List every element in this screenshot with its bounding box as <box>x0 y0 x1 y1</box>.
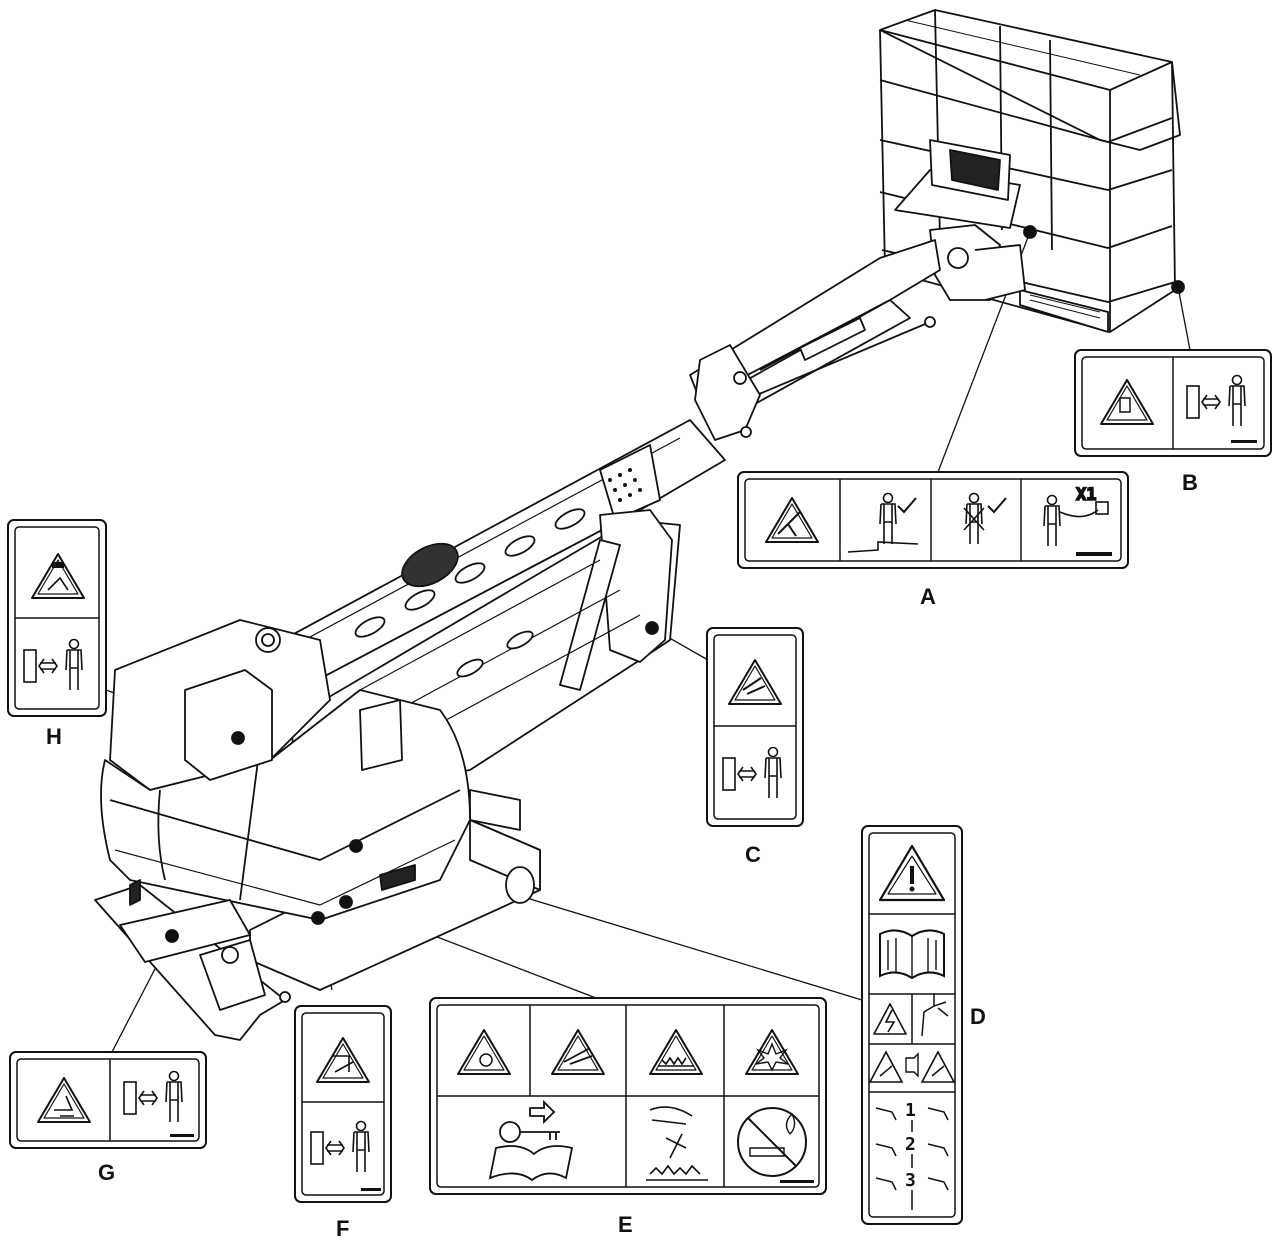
warning-triangle-icon <box>878 844 946 902</box>
step-1-label: 1 <box>905 1100 916 1121</box>
callout-a: A <box>920 584 936 609</box>
jib-arm <box>689 239 941 441</box>
falling-object-icon <box>31 553 85 599</box>
explosion-icon <box>745 1029 799 1075</box>
lanyard-icon: X1 <box>1043 484 1109 547</box>
harness-icon <box>963 492 1007 545</box>
crush-hazard-icon <box>1100 379 1154 425</box>
hot-surface-icon <box>649 1029 703 1075</box>
decal-c <box>706 627 804 827</box>
no-smoking-icon <box>737 1107 807 1177</box>
callout-f: F <box>336 1216 350 1241</box>
tip-over-icon <box>765 497 819 543</box>
decal-d: 1 2 3 <box>861 825 963 1225</box>
manual-icon <box>879 929 945 980</box>
decal-e <box>429 997 827 1195</box>
callout-d: D <box>970 1004 986 1029</box>
step-3-label: 3 <box>905 1170 916 1191</box>
foot-crush-icon <box>37 1077 91 1123</box>
decal-a: X1 <box>737 471 1129 569</box>
key-icon <box>488 1099 574 1182</box>
step-2-label: 2 <box>905 1134 916 1155</box>
chassis <box>249 789 541 991</box>
turret-hood <box>100 619 471 925</box>
decal-f <box>294 1005 392 1203</box>
decal-b <box>1074 349 1272 457</box>
electrocution-icon <box>873 994 949 1037</box>
callout-e: E <box>618 1212 633 1237</box>
callout-b: B <box>1182 470 1198 495</box>
harness-count-label: X1 <box>1076 485 1096 505</box>
callout-g: G <box>98 1160 116 1185</box>
callout-h: H <box>46 724 62 749</box>
platform-basket <box>879 9 1181 333</box>
fall-hazard-icon <box>847 492 919 553</box>
crush-hazard-icon <box>728 659 782 705</box>
electric-hazard-icon <box>457 1029 511 1075</box>
tip-hazard-icons <box>868 1050 956 1083</box>
callout-c: C <box>745 842 761 867</box>
operation-steps <box>875 1104 949 1210</box>
decal-g <box>9 1051 207 1149</box>
hand-pinch-icon <box>551 1029 605 1075</box>
front-outrigger <box>94 879 291 1041</box>
decal-h <box>7 519 107 717</box>
aerial-work-platform-illustration <box>94 9 1185 1041</box>
main-boom <box>189 419 726 721</box>
crush-hazard-icon <box>316 1037 370 1083</box>
battery-acid-icon <box>646 1106 708 1181</box>
